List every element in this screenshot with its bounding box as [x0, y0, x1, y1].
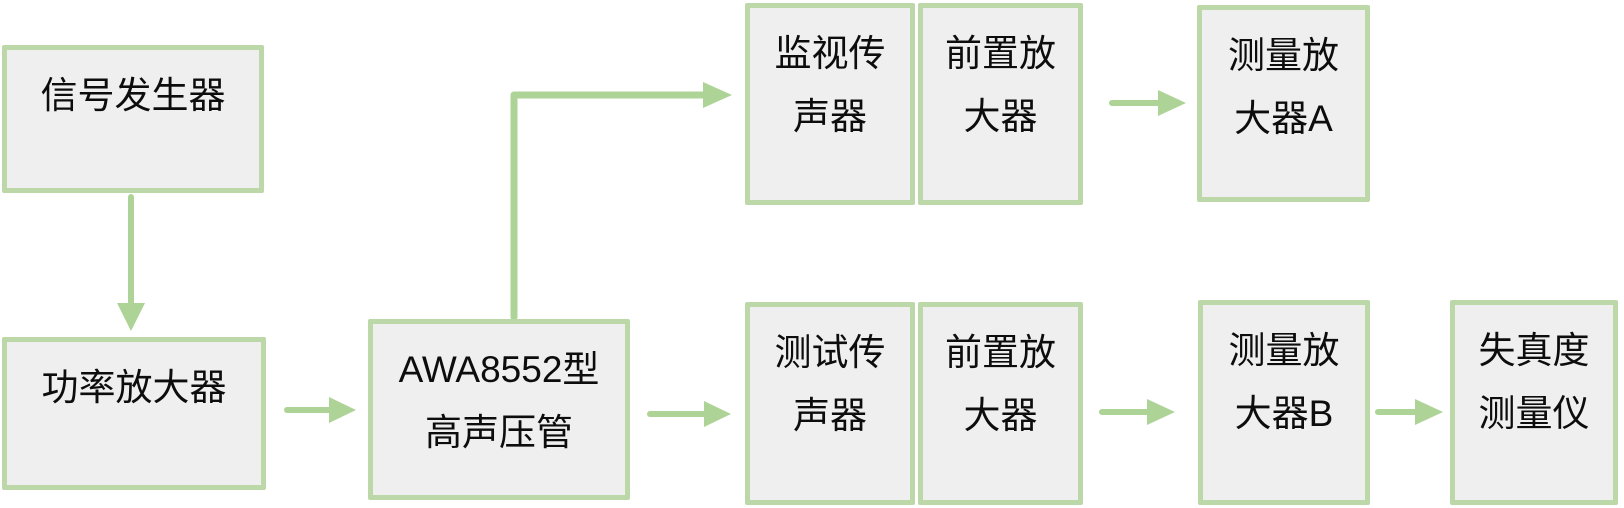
arrow-preamp-top-to-amp-a [1109, 90, 1186, 116]
node-label: 大器B [1234, 393, 1334, 434]
node-label: 高声压管 [425, 412, 573, 453]
node-label: 大器A [1234, 98, 1333, 139]
node-preamplifier-bottom: 前置放 大器 [918, 302, 1083, 505]
arrow-awa-to-test-mic [647, 401, 731, 427]
node-label: 声器 [793, 96, 867, 137]
node-measuring-amplifier-b: 测量放 大器B [1198, 300, 1370, 505]
node-label: 测量放 [1228, 330, 1340, 371]
node-power-amplifier: 功率放大器 [2, 337, 266, 490]
node-label: 前置放 [945, 332, 1056, 373]
arrow-preamp-bottom-to-amp-b [1099, 399, 1175, 425]
arrow-signal-to-power [117, 194, 145, 331]
node-distortion-meter: 失真度 测量仪 [1450, 300, 1618, 505]
node-awa8552-tube: AWA8552型 高声压管 [368, 319, 630, 500]
node-label: 测量仪 [1478, 393, 1590, 434]
node-measuring-amplifier-a: 测量放 大器A [1197, 5, 1370, 202]
connector-awa-to-monitor-mic [510, 82, 732, 321]
node-label: 监视传 [774, 33, 886, 74]
arrow-power-to-awa [284, 397, 356, 423]
node-label: 信号发生器 [40, 75, 226, 116]
node-signal-generator: 信号发生器 [2, 45, 264, 193]
node-test-microphone: 测试传 声器 [745, 302, 915, 505]
node-label: 失真度 [1478, 330, 1590, 371]
node-label: 声器 [793, 395, 867, 436]
node-preamplifier-top: 前置放 大器 [918, 3, 1083, 205]
node-monitor-microphone: 监视传 声器 [745, 3, 915, 205]
node-label: 功率放大器 [41, 367, 227, 408]
node-label: 前置放 [945, 33, 1056, 74]
arrow-amp-b-to-distortion [1375, 399, 1443, 425]
node-label: AWA8552型 [398, 349, 600, 390]
node-label: 测量放 [1228, 35, 1339, 76]
node-label: 大器 [963, 96, 1038, 137]
node-label: 测试传 [774, 332, 886, 373]
node-label: 大器 [963, 395, 1038, 436]
